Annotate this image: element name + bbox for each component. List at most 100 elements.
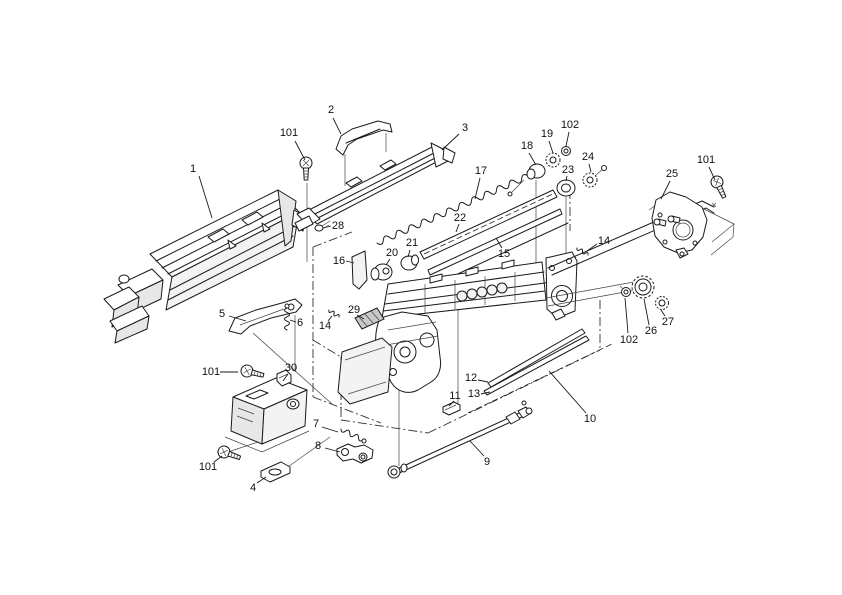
part-8-lever (336, 443, 374, 464)
part-9-rod (387, 400, 533, 479)
part-label-20: 20 (386, 247, 398, 259)
leader-line-102 (624, 297, 629, 334)
part-label-21: 21 (406, 237, 418, 249)
leader-line-15 (495, 237, 503, 249)
part-3-upper-rail (294, 142, 456, 232)
part-label-27: 27 (662, 316, 674, 328)
part-14-spring-left (328, 309, 340, 318)
part-27-gear (655, 296, 669, 310)
screw-101-mid-left (239, 363, 266, 382)
screw-101-bottom-left (215, 443, 243, 464)
phantom-outline (312, 190, 613, 434)
part-label-8: 8 (315, 440, 321, 452)
leader-line-19 (548, 140, 554, 154)
part-label-4: 4 (250, 482, 256, 494)
part-label-23: 23 (562, 164, 574, 176)
leader-line-2 (332, 117, 342, 135)
part-label-9: 9 (484, 456, 490, 468)
screw-101-top (299, 156, 313, 181)
leader-line-11 (448, 400, 455, 407)
part-label-14: 14 (598, 235, 610, 247)
part-21-coupling (400, 254, 419, 271)
leader-line-30 (282, 373, 289, 382)
part-label-101: 101 (202, 366, 220, 378)
leader-line-28 (322, 225, 332, 229)
leader-line-22 (455, 223, 460, 233)
holder-sub-assembly (224, 377, 310, 453)
leader-line-25 (660, 180, 671, 200)
leader-line-29 (356, 314, 365, 320)
part-label-25: 25 (666, 168, 678, 180)
part-102-stopper-top (561, 146, 571, 156)
part-label-102: 102 (620, 334, 638, 346)
part-label-24: 24 (582, 151, 594, 163)
leader-line-20 (385, 258, 391, 266)
leader-line-8 (324, 447, 341, 453)
part-23-coupling (556, 179, 576, 197)
part-label-12: 12 (465, 372, 477, 384)
leader-line-3 (441, 133, 460, 151)
part-label-3: 3 (462, 122, 468, 134)
leader-line-17 (474, 177, 481, 200)
part-label-29: 29 (348, 304, 360, 316)
leader-line-102 (565, 131, 570, 147)
part-16-plate (351, 250, 368, 290)
part-20-coupling (370, 263, 393, 281)
part-1-cartridge-unit (103, 189, 307, 344)
leader-line-10 (548, 370, 587, 414)
part-label-14: 14 (319, 320, 331, 332)
leader-line-16 (345, 260, 355, 264)
part-label-101: 101 (280, 127, 298, 139)
part-label-28: 28 (332, 220, 344, 232)
part-label-1: 1 (190, 163, 196, 175)
leader-line-14 (327, 315, 333, 322)
part-label-6: 6 (297, 317, 303, 329)
part-12-seal-strip (487, 328, 586, 388)
leader-line-6 (289, 319, 297, 323)
part-label-16: 16 (333, 255, 345, 267)
leader-line-9 (469, 440, 485, 457)
part-label-7: 7 (313, 418, 319, 430)
part-26-gear (631, 275, 655, 299)
part-label-30: 30 (285, 362, 297, 374)
part-19-gear (545, 152, 561, 168)
leader-line-24 (588, 163, 592, 173)
leader-line-101 (294, 140, 306, 161)
part-6-spring (284, 303, 290, 331)
leader-line-18 (528, 152, 537, 166)
part-label-18: 18 (521, 140, 533, 152)
part-label-102: 102 (561, 119, 579, 131)
leader-line-101 (213, 455, 223, 463)
part-label-2: 2 (328, 104, 334, 116)
part-14-spring-right (576, 247, 589, 256)
part-label-17: 17 (475, 165, 487, 177)
leader-line-23 (565, 175, 568, 182)
part-29-pad (354, 307, 385, 330)
leader-line-1 (198, 175, 213, 219)
leader-line-5 (228, 315, 247, 322)
part-label-101: 101 (697, 154, 715, 166)
part-18-coupling (507, 163, 546, 197)
part-7-spring (340, 428, 367, 444)
part-102-stopper-right (619, 285, 631, 297)
part-25-bracket (648, 191, 735, 259)
leader-line-26 (643, 298, 650, 326)
screw-101-right (708, 173, 731, 201)
part-4-cap (260, 461, 291, 483)
part-label-26: 26 (645, 325, 657, 337)
leader-line-7 (321, 426, 339, 433)
part-label-101: 101 (199, 461, 217, 473)
part-24-gear (582, 165, 607, 188)
leader-line-14 (586, 243, 598, 252)
leader-line-27 (660, 309, 666, 317)
part-label-15: 15 (498, 248, 510, 260)
part-22-blade (419, 189, 558, 260)
part-label-19: 19 (541, 128, 553, 140)
part-label-22: 22 (454, 212, 466, 224)
leader-line-4 (256, 476, 267, 484)
part-label-11: 11 (449, 390, 460, 402)
part-label-13: 13 (468, 388, 480, 400)
